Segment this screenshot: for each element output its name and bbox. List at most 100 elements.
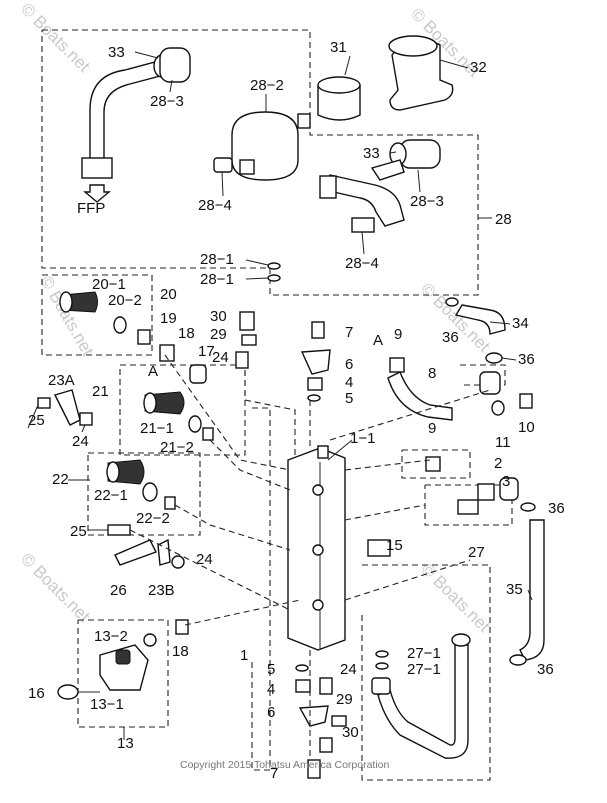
o-ring-28-1a xyxy=(267,262,281,270)
clamp-26 xyxy=(114,539,157,566)
o-ring-22-1 xyxy=(142,482,158,502)
valve-20-cap xyxy=(59,291,73,313)
pipe-27-bottom-nut xyxy=(371,677,391,695)
washer-21-2 xyxy=(202,427,214,441)
label-36: 36 xyxy=(537,661,554,678)
plate-6b xyxy=(298,705,329,727)
bottom-small-parts xyxy=(295,664,347,779)
o-ring-21-1 xyxy=(188,415,202,433)
nut-18a xyxy=(159,344,175,362)
leader-line xyxy=(389,151,397,154)
label-28-1: 28−1 xyxy=(200,251,234,268)
watermark-text: © Boats.net xyxy=(37,273,98,360)
clip-36a xyxy=(445,297,459,307)
hose-elbow-top xyxy=(319,175,337,199)
label-leaders xyxy=(27,51,533,740)
label-24: 24 xyxy=(196,551,213,568)
filter-clip-bottom xyxy=(213,157,233,173)
label-28-4: 28−4 xyxy=(345,255,379,272)
label-13: 13 xyxy=(117,735,134,752)
label-9: 9 xyxy=(428,420,436,437)
copyright-text: Copyright 2015 Tohatsu America Corporati… xyxy=(180,759,390,771)
washer-22-2 xyxy=(164,496,176,510)
label-arrow-a: A xyxy=(148,363,158,380)
fuel-pipe-group xyxy=(371,633,471,759)
label-11: 11 xyxy=(495,434,511,451)
elbow-fitting-b xyxy=(499,477,519,501)
bracket-ring xyxy=(388,35,438,57)
regulator-body-13-1 xyxy=(99,644,149,691)
leader-line xyxy=(527,589,533,601)
rail-port-2 xyxy=(312,544,324,556)
rail-bracket-15 xyxy=(367,539,391,557)
washer-5a xyxy=(307,394,321,402)
label-5: 5 xyxy=(267,661,275,678)
leader-line xyxy=(344,559,471,601)
leader-line xyxy=(209,439,291,491)
valve-21-cap xyxy=(143,392,157,414)
dashed-leaders xyxy=(129,354,491,760)
label-20-1: 20−1 xyxy=(92,276,126,293)
label-25: 25 xyxy=(70,523,87,540)
washer-5b xyxy=(295,664,309,672)
leader-line xyxy=(329,389,491,441)
leader-line xyxy=(501,357,517,361)
clip-36b xyxy=(485,352,503,364)
label-27-1: 27−1 xyxy=(407,645,441,662)
label-6: 6 xyxy=(345,356,353,373)
nut-24b xyxy=(79,412,93,426)
hose-34 xyxy=(454,304,506,335)
label-20: 20 xyxy=(160,286,177,303)
plate-6a xyxy=(300,349,331,375)
bolt-30b xyxy=(319,737,333,753)
label-17: 17 xyxy=(198,343,215,360)
rail-port-1 xyxy=(312,484,324,496)
ffp-arrow-icon xyxy=(83,184,111,203)
label-24: 24 xyxy=(72,433,89,450)
bolt-25b xyxy=(107,524,131,536)
grommet-4b xyxy=(295,679,311,693)
regulator-port xyxy=(115,649,131,665)
bolt-30a xyxy=(239,311,255,331)
hose-nut-right xyxy=(351,217,375,233)
elbow-fitting-a xyxy=(479,371,501,395)
label-7: 7 xyxy=(345,324,353,341)
label-7: 7 xyxy=(270,765,278,782)
o-ring-27-1a xyxy=(375,650,389,658)
hose-35 xyxy=(519,519,545,661)
label-arrow-a: A xyxy=(373,332,383,349)
label-13-2: 13−2 xyxy=(94,628,128,645)
group-27-outline xyxy=(361,564,491,781)
label-28-2: 28−2 xyxy=(250,77,284,94)
leader-line xyxy=(129,529,291,611)
nut-24c xyxy=(171,555,185,569)
leader-line xyxy=(221,171,224,197)
label-23a: 23A xyxy=(48,372,75,389)
o-ring-20-2 xyxy=(113,316,127,334)
washer-11 xyxy=(491,400,505,416)
label-28-3: 28−3 xyxy=(150,93,184,110)
collar-18b xyxy=(175,619,189,635)
filter-nipple-bottom xyxy=(239,159,255,175)
leader-line xyxy=(164,354,291,471)
label-16: 16 xyxy=(28,685,45,702)
leader-line xyxy=(245,277,269,280)
label-28-3: 28−3 xyxy=(410,193,444,210)
valve-assemblies xyxy=(59,291,214,510)
group-20-outline xyxy=(41,274,153,356)
filter-cup-rim xyxy=(317,76,361,94)
center-small-parts xyxy=(235,311,331,402)
pipe-27-top-nut xyxy=(451,633,471,647)
label-22-2: 22−2 xyxy=(136,510,170,527)
fuel-filter-group xyxy=(81,35,454,282)
group-a-outline xyxy=(460,364,506,386)
bolt-25a xyxy=(37,397,51,409)
group-9-outline xyxy=(401,449,471,479)
label-5: 5 xyxy=(345,390,353,407)
leader-line xyxy=(344,504,426,521)
leader-line xyxy=(81,424,86,433)
label-22: 22 xyxy=(52,471,69,488)
fuel-hose-right xyxy=(324,174,405,227)
label-36: 36 xyxy=(518,351,535,368)
label-24: 24 xyxy=(212,349,229,366)
